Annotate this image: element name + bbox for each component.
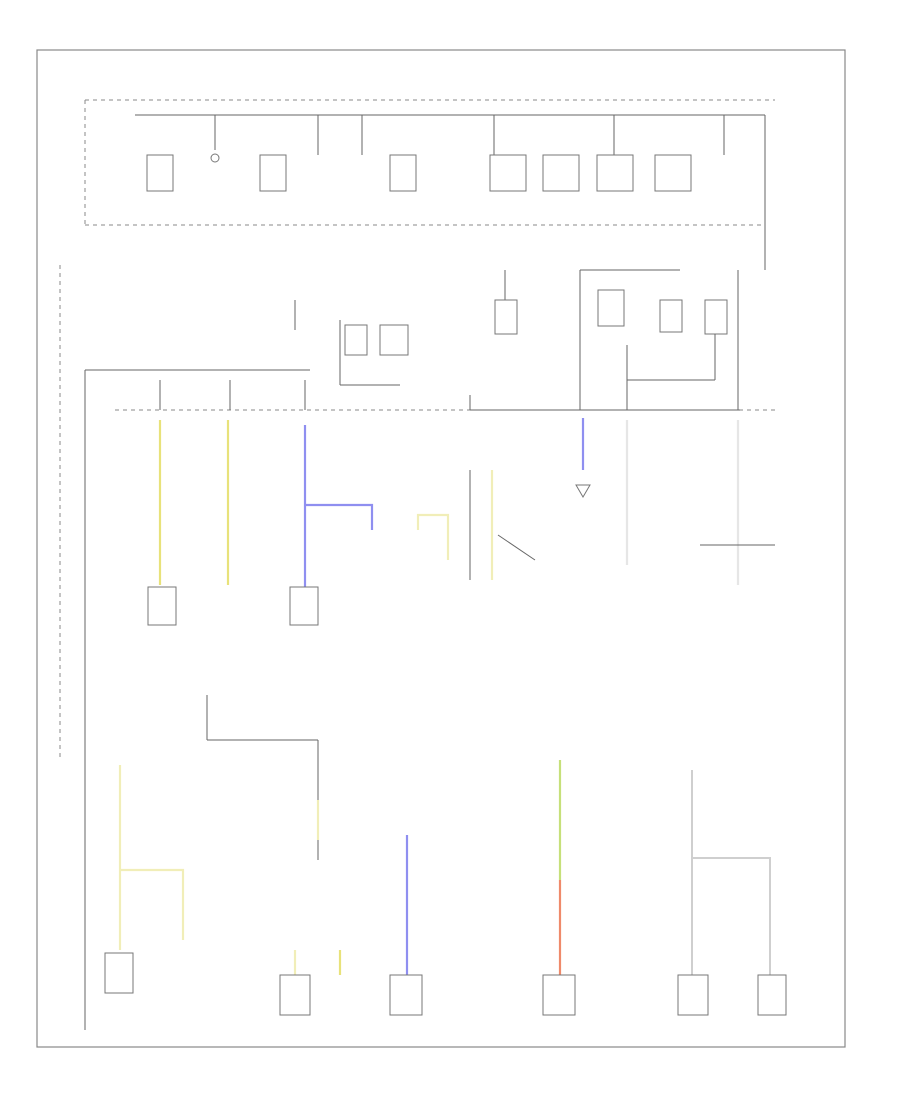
mid-diode-1 — [575, 484, 591, 498]
top-component-4 — [489, 154, 527, 192]
circuit-lightyellow-4 — [120, 868, 185, 940]
diagram-frame — [36, 49, 846, 1048]
bottom-component-6 — [757, 974, 787, 1016]
top-component-2 — [259, 154, 287, 192]
top-component-3 — [389, 154, 417, 192]
mid-component-2 — [289, 586, 319, 626]
relay-cluster — [294, 269, 739, 410]
circuit-blue-2 — [305, 503, 374, 530]
circuit-lightyellow-1 — [416, 513, 450, 560]
top-component-7 — [654, 154, 692, 192]
bottom-component-3 — [389, 974, 423, 1016]
top-component-1 — [146, 154, 174, 192]
top-fuse-box — [84, 99, 775, 270]
branch-b — [497, 534, 536, 561]
bottom-component-2 — [279, 974, 311, 1016]
bottom-component-5 — [677, 974, 709, 1016]
top-diode-symbol — [210, 153, 220, 163]
top-component-5 — [542, 154, 580, 192]
mid-component-1 — [147, 586, 177, 626]
circuit-gray-2 — [692, 857, 771, 975]
bottom-component-4 — [542, 974, 576, 1016]
bottom-component-1 — [104, 952, 134, 994]
top-component-6 — [596, 154, 634, 192]
